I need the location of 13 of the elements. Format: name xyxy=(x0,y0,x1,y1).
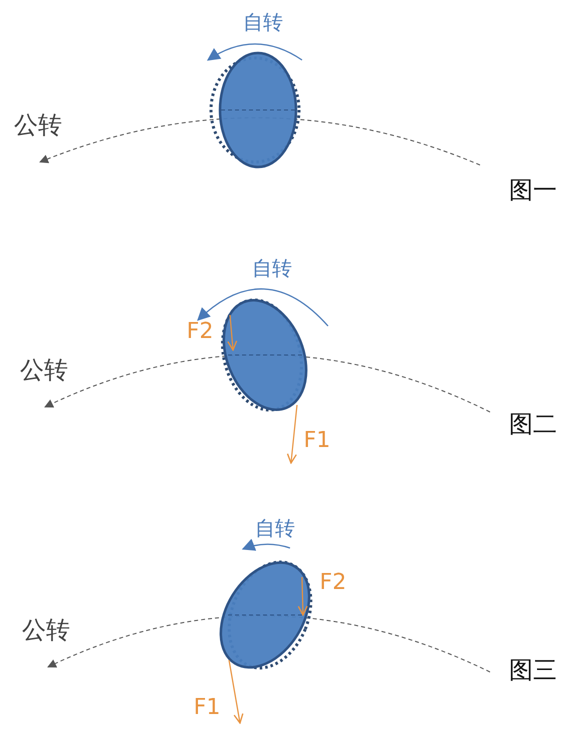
figure-label: 图二 xyxy=(509,412,557,436)
force-label: F1 xyxy=(304,430,330,452)
force-label: F2 xyxy=(320,572,346,594)
revolution-label: 公转 xyxy=(14,113,62,137)
rotation-label: 自转 xyxy=(255,518,295,538)
revolution-label: 公转 xyxy=(22,618,70,642)
force-label: F1 xyxy=(194,697,220,719)
rotation-label: 自转 xyxy=(252,258,292,278)
revolution-label: 公转 xyxy=(20,358,68,382)
rotation-label: 自转 xyxy=(243,12,283,32)
figure-label: 图一 xyxy=(509,178,557,202)
force-label: F2 xyxy=(186,321,214,343)
figure-label: 图三 xyxy=(509,658,557,682)
